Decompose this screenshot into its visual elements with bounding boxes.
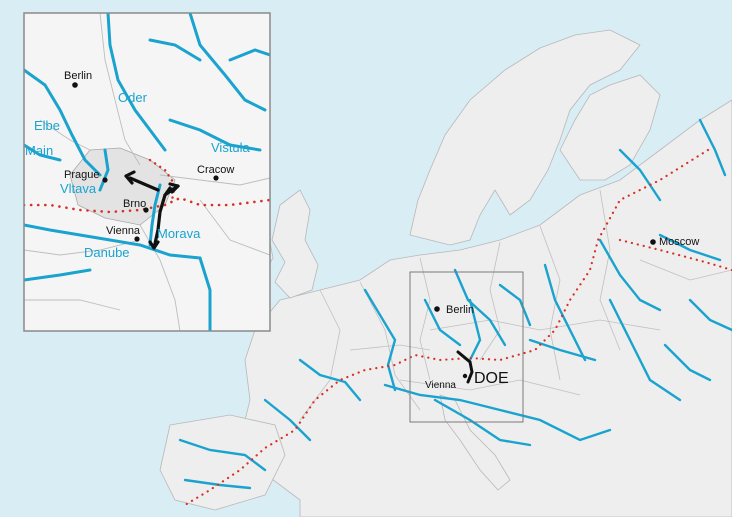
- river-label-danube: Danube: [84, 245, 130, 260]
- inset-cracow-dot: [213, 175, 219, 181]
- continental-divide: [183, 148, 732, 507]
- river-label-morava: Morava: [157, 226, 201, 241]
- inset-brno-dot: [143, 207, 149, 213]
- inset-vienna-label: Vienna: [106, 225, 141, 237]
- main-route: [456, 350, 474, 384]
- country-borders: [299, 189, 732, 421]
- main-vienna-label: Vienna: [425, 380, 456, 391]
- moscow-label: Moscow: [659, 236, 699, 248]
- inset-frame: [23, 12, 271, 332]
- river-label-main: Main: [25, 143, 53, 158]
- doe-label: DOE: [474, 370, 509, 387]
- inset-vienna-dot: [134, 236, 140, 242]
- main-berlin-dot: [434, 306, 440, 312]
- inset-prague-label: Prague: [64, 169, 99, 181]
- rivers: [178, 118, 732, 490]
- inset-locator-box: [409, 271, 524, 423]
- river-label-vistula: Vistula: [211, 140, 251, 155]
- inset-route: [124, 170, 180, 250]
- inset-berlin-dot: [72, 82, 78, 88]
- moscow-dot: [650, 239, 656, 245]
- inset-berlin-label: Berlin: [64, 70, 92, 82]
- river-label-elbe: Elbe: [34, 118, 60, 133]
- inset-brno-label: Brno: [123, 198, 146, 210]
- main-vienna-dot: [462, 373, 468, 379]
- river-label-vltava: Vltava: [60, 181, 97, 196]
- river-label-oder: Oder: [118, 90, 148, 105]
- main-berlin-label: Berlin: [446, 304, 474, 316]
- inset-cracow-label: Cracow: [197, 164, 234, 176]
- inset-prague-dot: [102, 177, 108, 183]
- inset-map: Berlin Prague Brno Vienna Cracow Oder El…: [23, 12, 271, 332]
